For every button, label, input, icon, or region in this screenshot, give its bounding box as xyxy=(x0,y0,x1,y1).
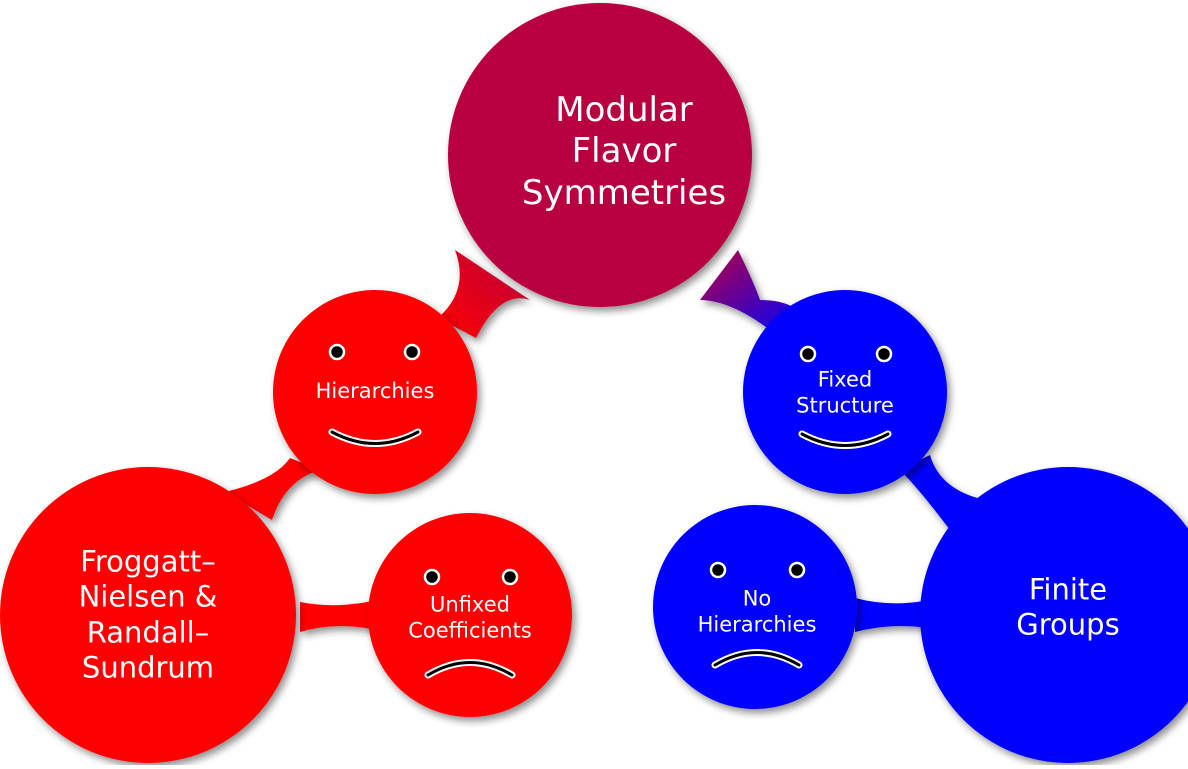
connector-hierarchies-froggatt xyxy=(225,458,320,520)
eye-icon xyxy=(501,568,519,586)
unfixed-label: Unfixed Coefficients xyxy=(408,592,532,642)
froggatt-label: Froggatt– Nielsen & Randall– Sundrum xyxy=(78,544,218,685)
unfixed-bubble xyxy=(368,513,572,717)
unfixed-face xyxy=(423,568,519,679)
eye-icon xyxy=(403,343,421,361)
connector-root-hierarchies xyxy=(438,250,530,338)
finite-groups-bubble xyxy=(920,467,1188,763)
no-hierarchies-face xyxy=(709,561,806,669)
hierarchies-bubble xyxy=(273,290,477,494)
fixed-structure-label: Fixed Structure xyxy=(796,367,894,417)
no-hierarchies-label: No Hierarchies xyxy=(697,586,817,636)
froggatt-bubble xyxy=(0,467,296,763)
bubbles xyxy=(0,3,1188,763)
eye-icon xyxy=(328,343,346,361)
eye-icon xyxy=(788,561,806,579)
hierarchies-label: Hierarchies xyxy=(315,379,435,404)
eye-icon xyxy=(423,568,441,586)
eye-icon xyxy=(709,561,727,579)
eye-icon xyxy=(875,345,893,363)
finite-groups-label: Finite Groups xyxy=(1016,572,1120,642)
root-label: Modular Flavor Symmetries xyxy=(521,89,727,213)
eye-icon xyxy=(799,345,817,363)
hierarchies-face xyxy=(328,343,422,447)
root-bubble xyxy=(448,3,752,307)
connector-root-fixed-structure xyxy=(700,250,805,330)
fixed-structure-face xyxy=(798,345,893,449)
connector-froggatt-unfixed xyxy=(300,598,385,632)
fixed-structure-bubble xyxy=(743,290,947,494)
no-hierarchies-bubble xyxy=(653,505,857,709)
